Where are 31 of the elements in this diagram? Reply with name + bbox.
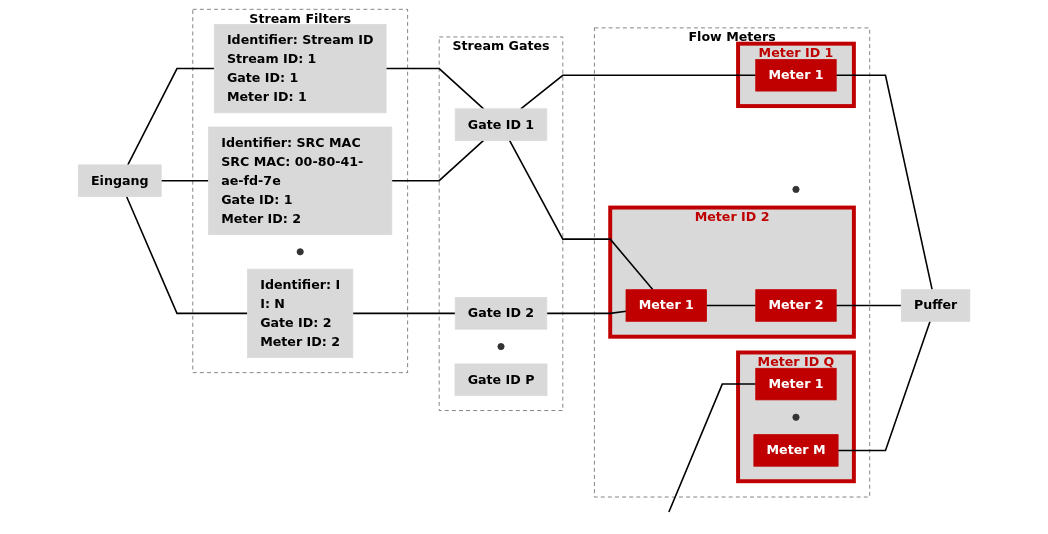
node-box: Gate ID 2: [454, 297, 548, 330]
node-box: Eingang: [77, 164, 162, 197]
node-box: Gate ID P: [454, 363, 548, 396]
connector: [351, 312, 456, 315]
connector: [835, 74, 933, 291]
node-box: Meter 1: [755, 59, 837, 92]
node-box: Meter 2: [755, 289, 837, 322]
connector: [668, 383, 757, 513]
node-circle: [792, 185, 800, 193]
connector: [705, 304, 757, 307]
connector: [385, 67, 485, 110]
connector: [160, 179, 210, 182]
node-box: Meter 1: [755, 367, 837, 401]
connector: [835, 304, 902, 307]
node-box: Puffer: [900, 289, 971, 322]
connector: [508, 139, 654, 291]
node-circle: [296, 248, 304, 256]
node-box: Meter 1: [625, 289, 707, 322]
connector: [519, 74, 757, 110]
node-box: Meter M: [753, 434, 839, 467]
connector: [390, 139, 485, 182]
node-box: Identifier: Stream ID Stream ID: 1 Gate ID: 1 Meter ID: 1: [213, 23, 387, 114]
connector: [545, 310, 627, 315]
node-circle: [497, 343, 505, 351]
connector: [837, 320, 931, 452]
connector: [126, 67, 215, 166]
node-box: Identifier: I I: N Gate ID: 2 Meter ID: 2: [247, 268, 354, 358]
node-circle: [792, 413, 800, 421]
connector: [125, 195, 249, 315]
node-box: Gate ID 1: [454, 108, 548, 141]
node-box: Identifier: SRC MAC SRC MAC: 00-80-41-ae-fd-7e Gate ID: 1 Meter ID: 2: [208, 126, 393, 235]
